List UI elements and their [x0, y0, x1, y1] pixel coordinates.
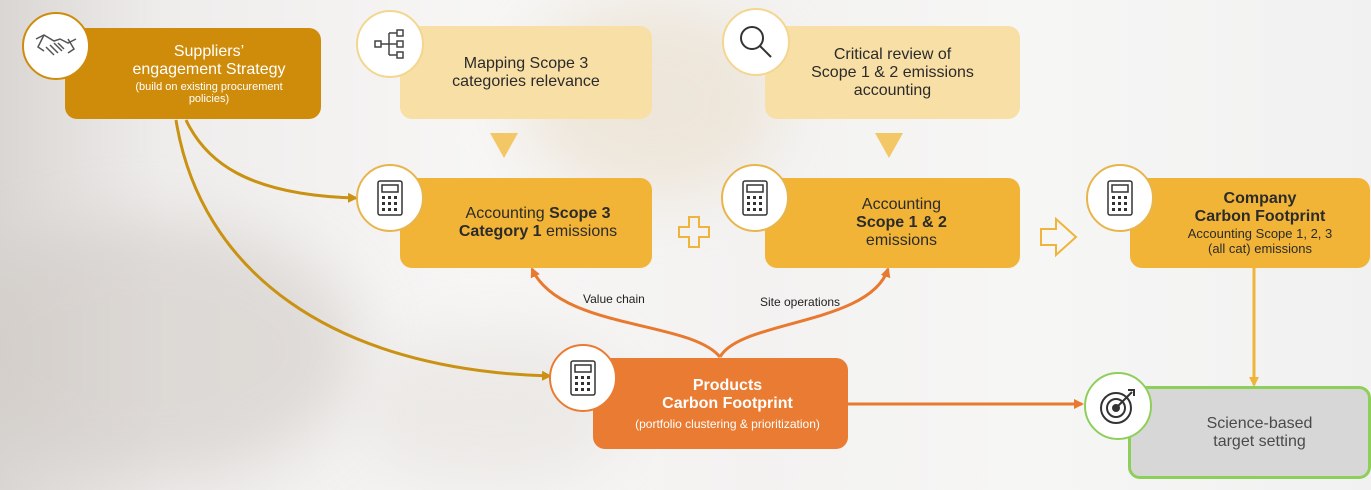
arrow-right-icon: [1040, 216, 1078, 258]
company-bold2: Carbon Footprint: [1194, 208, 1326, 225]
suppliers-note-line1: (build on existing procurement: [135, 80, 283, 93]
review-line1: Critical review of: [833, 45, 952, 63]
review-line2: Scope 1 & 2 emissions: [811, 63, 974, 81]
calculator-icon: [356, 164, 424, 232]
edge-suppliers-to-products: [174, 119, 552, 381]
target-icon: [1084, 372, 1152, 440]
company-line4: (all cat) emissions: [1207, 241, 1313, 256]
suppliers-strategy-box: Suppliers’ engagement Strategy (build on…: [65, 28, 321, 119]
calculator-icon: [549, 344, 617, 412]
company-footprint-box: Company Carbon Footprint Accounting Scop…: [1130, 178, 1370, 268]
calculator-icon: [721, 164, 789, 232]
products-bold2: Carbon Footprint: [662, 394, 793, 412]
accounting-scope3-box: Accounting Scope 3 Category 1 emissions: [400, 178, 652, 268]
edge-suppliers-to-scope3: [184, 119, 358, 203]
hierarchy-icon: [356, 10, 424, 78]
edge-products-to-scope12: [718, 267, 891, 358]
scope12-bold: Scope 1 & 2: [856, 214, 947, 231]
suppliers-note-line2: policies): [188, 92, 230, 105]
scope3-bold2: Category 1: [458, 223, 542, 240]
review-line3: accounting: [853, 81, 932, 99]
scope3-pre: Accounting: [465, 205, 550, 222]
mapping-scope3-box: Mapping Scope 3 categories relevance: [400, 26, 652, 119]
critical-review-box: Critical review of Scope 1 & 2 emissions…: [765, 26, 1020, 119]
suppliers-title-line1: Suppliers’: [173, 42, 245, 60]
mapping-line2: categories relevance: [452, 72, 600, 90]
calculator-icon: [1086, 164, 1154, 232]
accounting-scope12-box: Accounting Scope 1 & 2 emissions: [765, 178, 1020, 268]
connectors: [174, 119, 1259, 409]
company-bold1: Company: [1223, 190, 1297, 207]
scope3-line1: Accounting Scope 3: [466, 205, 611, 223]
scope3-post: emissions: [541, 223, 618, 240]
scope3-bold1: Scope 3: [549, 205, 611, 222]
value-chain-label: Value chain: [583, 292, 645, 306]
mapping-line1: Mapping Scope 3: [463, 54, 589, 72]
target-line2: target setting: [1213, 432, 1306, 450]
scope12-line3: emissions: [865, 232, 938, 249]
suppliers-title-line2: engagement Strategy: [132, 60, 286, 78]
mapping-down-arrow: [490, 133, 518, 158]
magnifier-icon: [722, 8, 790, 76]
scope3-line2: Category 1 emissions: [459, 223, 617, 241]
site-operations-label: Site operations: [760, 295, 841, 309]
review-down-arrow: [875, 133, 903, 158]
background-shape: [0, 220, 360, 480]
products-note: (portfolio clustering & prioritization): [635, 416, 820, 431]
handshake-icon: [22, 12, 90, 80]
company-line3: Accounting Scope 1, 2, 3: [1187, 226, 1333, 241]
products-bold1: Products: [692, 376, 763, 394]
science-target-box: Science-based target setting: [1128, 386, 1371, 479]
products-footprint-box: Products Carbon Footprint (portfolio clu…: [593, 358, 848, 449]
edge-products-to-scope3: [530, 267, 722, 358]
target-line1: Science-based: [1206, 414, 1313, 432]
scope12-line1: Accounting: [861, 196, 942, 213]
plus-icon: [678, 216, 710, 248]
